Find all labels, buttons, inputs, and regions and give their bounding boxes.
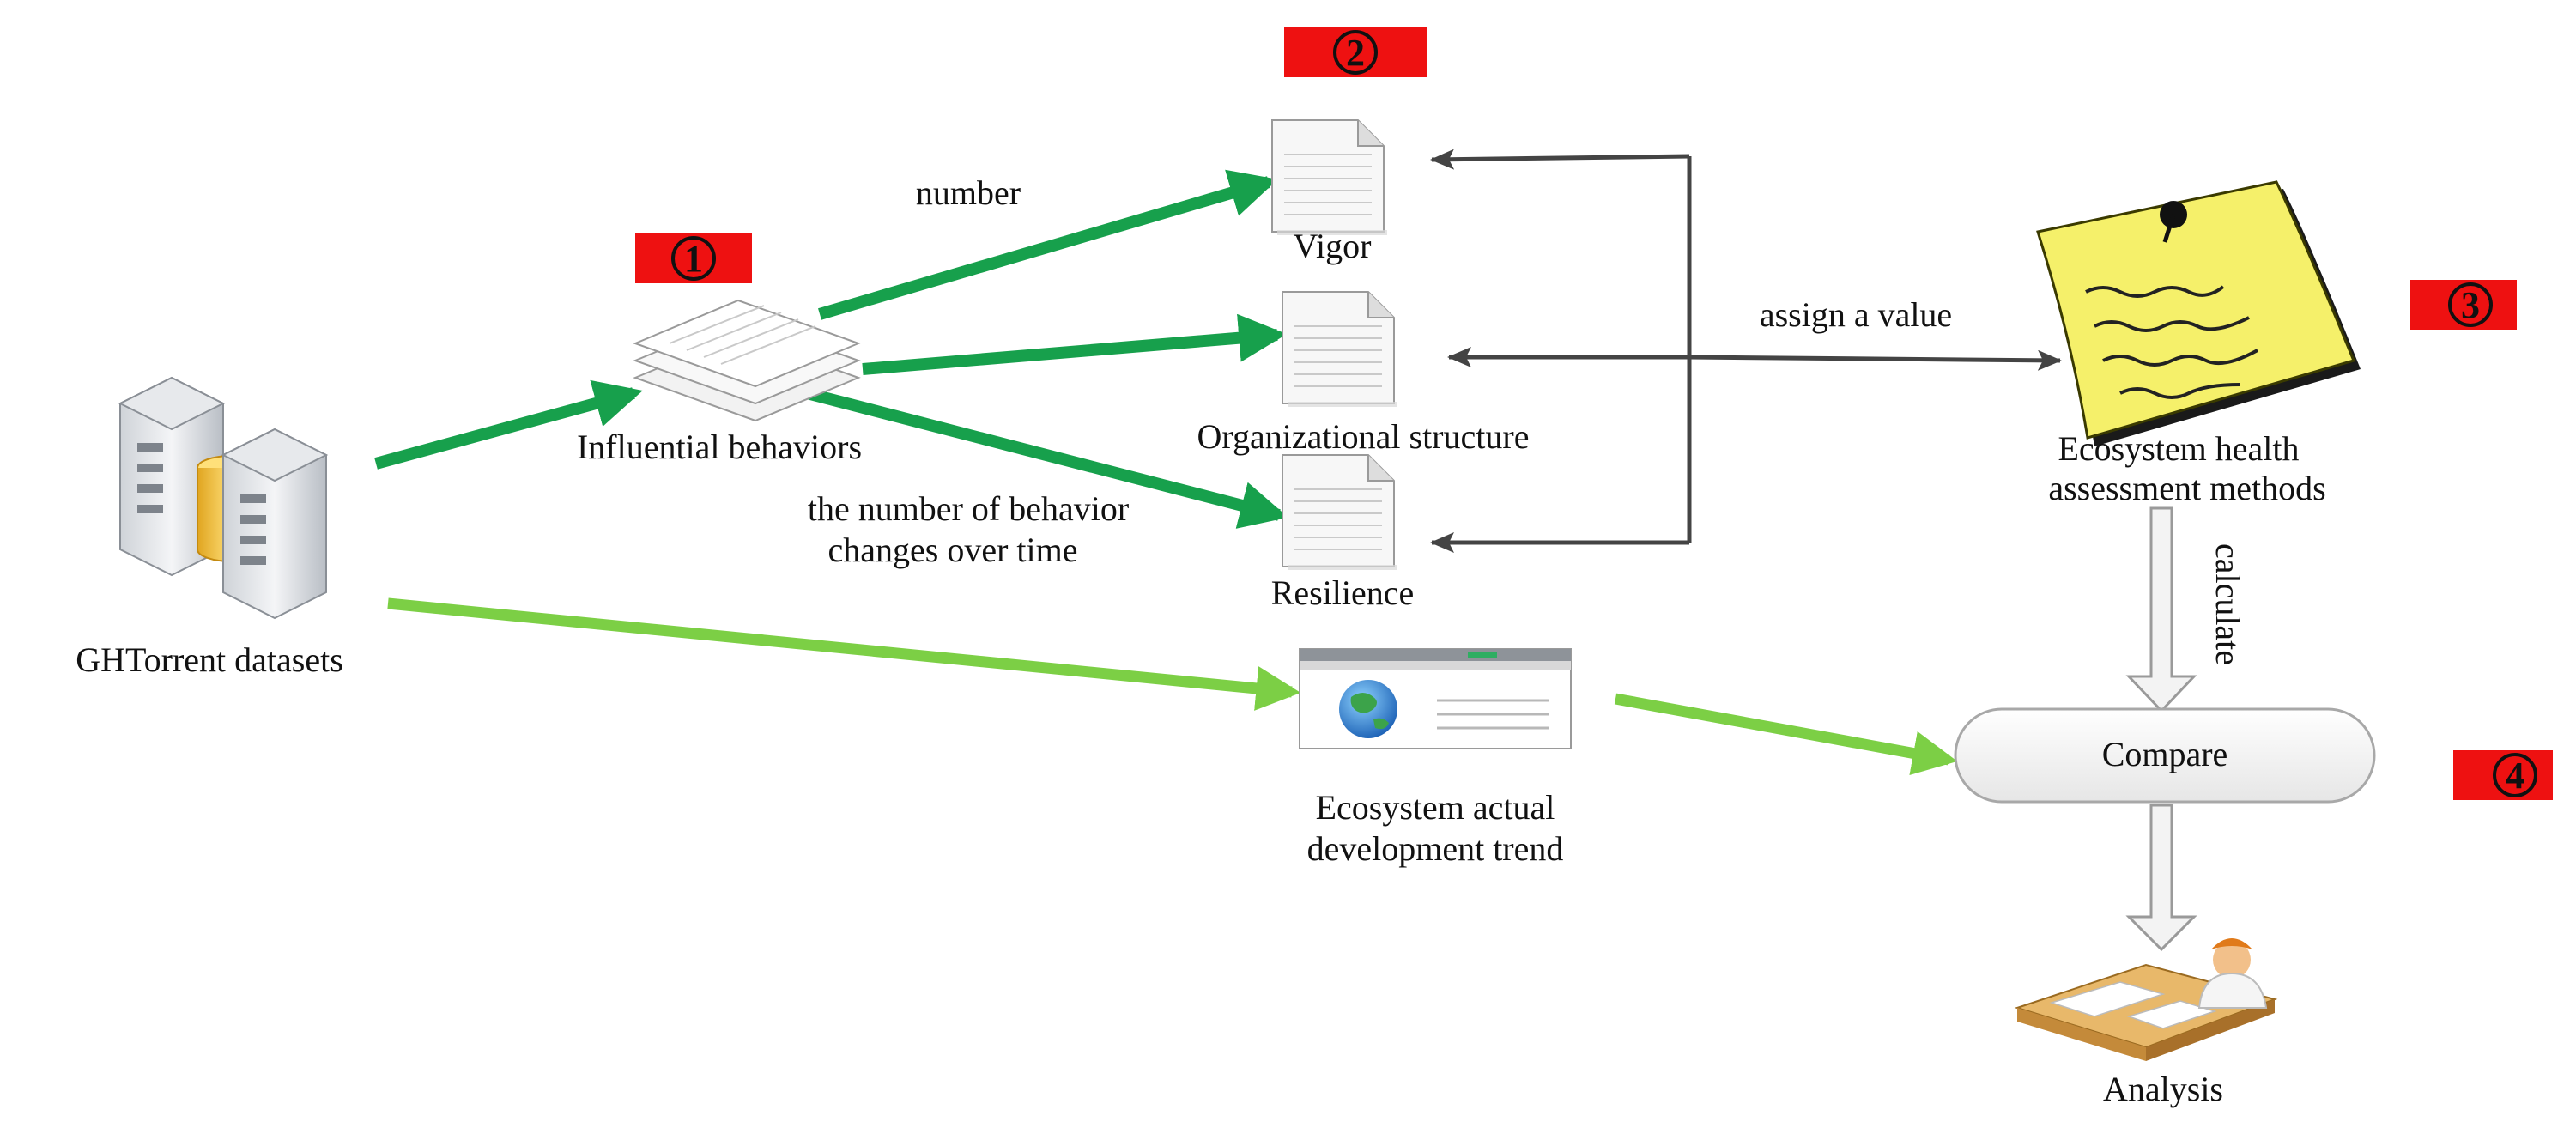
edge-label-changes-line1: the number of behavior — [808, 489, 1129, 528]
arrow-source-to-trend — [387, 597, 1301, 711]
arrow-compare-to-analysis — [2125, 804, 2197, 952]
step-badge-4: 4 — [2453, 750, 2553, 800]
pinned-note-icon — [2036, 180, 2361, 446]
compare-label: Compare — [2102, 735, 2228, 773]
step-badge-3-number: 3 — [2461, 284, 2480, 326]
trend-label-line1: Ecosystem actual — [1316, 788, 1555, 827]
calculate-label: calculate — [2209, 543, 2247, 665]
assign-value-connectors — [1430, 149, 2062, 553]
assign-value-label: assign a value — [1760, 295, 1952, 334]
vigor-label: Vigor — [1294, 227, 1372, 265]
step-badge-2-number: 2 — [1346, 32, 1365, 74]
resilience-label: Resilience — [1271, 573, 1415, 612]
health-label-line1: Ecosystem health — [2058, 429, 2299, 468]
analysis-label: Analysis — [2103, 1070, 2223, 1108]
step-badge-4-number: 4 — [2506, 755, 2524, 797]
arrow-behaviors-to-vigor — [818, 169, 1278, 320]
browser-globe-icon — [1299, 648, 1572, 749]
org-label: Organizational structure — [1197, 417, 1530, 456]
arrow-source-to-behaviors — [374, 379, 643, 470]
edge-label-number: number — [916, 173, 1021, 212]
step-badge-1: 1 — [635, 233, 752, 283]
server-database-icon — [118, 376, 329, 620]
person-at-desk-icon — [2014, 938, 2278, 1061]
resilience-document-icon — [1282, 454, 1398, 571]
edge-label-changes-line2: changes over time — [828, 531, 1078, 569]
arrow-trend-to-compare — [1614, 693, 1958, 776]
compare-node — [1954, 707, 2376, 804]
health-label-line2: assessment methods — [2048, 469, 2325, 507]
behaviors-label: Influential behaviors — [577, 428, 862, 466]
arrow-behaviors-to-resilience — [805, 387, 1288, 529]
arrow-health-to-compare — [2125, 506, 2197, 713]
step-badge-1-number: 1 — [684, 238, 703, 280]
org-document-icon — [1282, 291, 1398, 408]
vigor-document-icon — [1271, 119, 1388, 236]
trend-label-line2: development trend — [1307, 829, 1564, 868]
arrow-behaviors-to-org — [862, 313, 1288, 375]
step-badge-2: 2 — [1284, 27, 1427, 77]
step-badge-3: 3 — [2410, 280, 2517, 330]
document-stack-icon — [633, 299, 861, 422]
source-label: GHTorrent datasets — [76, 640, 343, 679]
